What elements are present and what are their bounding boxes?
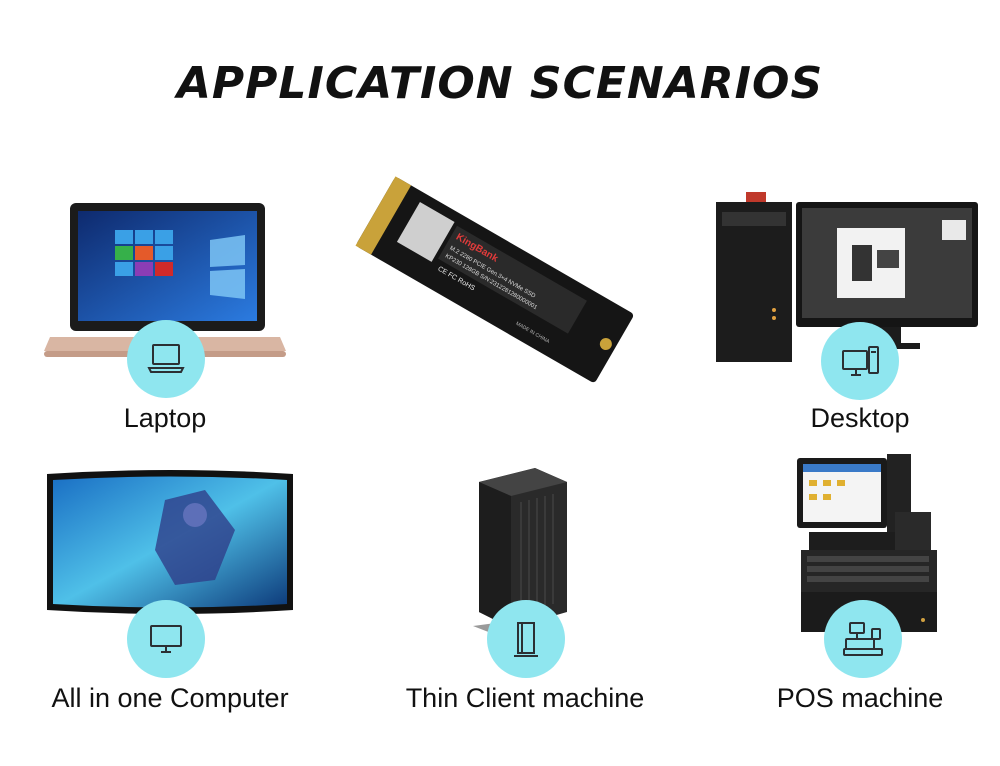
ssd-image: KingBank M.2 2280 PCIE Gen.3×4 NVMe SSD … [355,175,635,385]
pos-badge [824,600,902,678]
all-in-one-badge [127,600,205,678]
laptop-icon [147,344,185,373]
laptop-badge [127,320,205,398]
desktop-image [712,190,980,365]
monitor-icon [150,625,182,653]
laptop-image [40,195,290,370]
page-title: APPLICATION SCENARIOS [176,58,824,109]
pos-image [795,450,945,635]
scenario-label-desktop: Desktop [810,403,910,433]
pos-icon [843,622,883,656]
tower-icon [514,622,538,657]
scenario-label-laptop: Laptop [123,403,207,433]
thin-client-badge [487,600,565,678]
all-in-one-image [45,470,295,620]
desktop-badge [821,322,899,400]
desktop-icon [842,346,879,376]
scenario-label-all-in-one: All in one Computer [51,683,289,713]
scenario-label-thin-client: Thin Client machine [405,683,645,713]
scenario-label-pos: POS machine [776,683,944,713]
